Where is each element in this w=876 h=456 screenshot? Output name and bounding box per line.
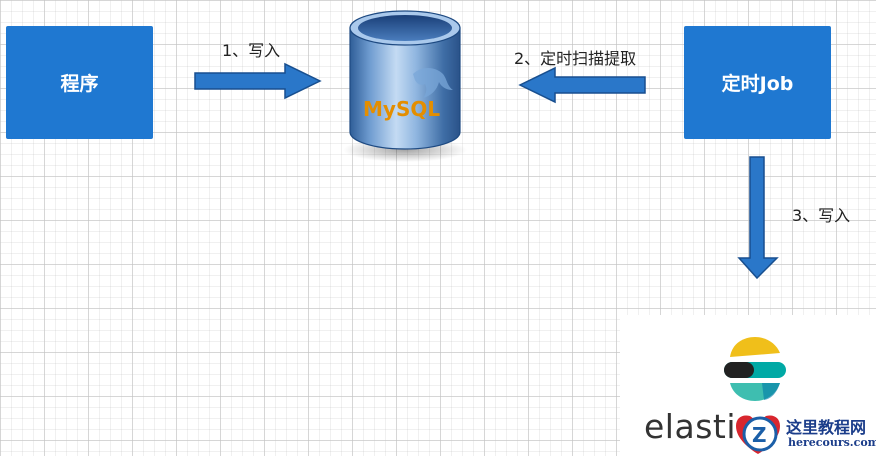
watermark-logo-icon: Z [736,415,780,454]
watermark: Z 这里教程网 herecours.com [732,412,876,456]
job-node: 定时Job [684,26,831,139]
mysql-database-icon: MySQL [343,10,467,162]
edge-label-write-elastic: 3、写入 [792,206,851,225]
elastic-logo-icon [724,337,786,401]
mysql-logo-text: MySQL [363,97,440,121]
arrow-scan-extract [518,66,646,104]
program-node-label: 程序 [60,73,99,95]
edge-label-write: 1、写入 [222,41,281,60]
arrow-write-to-db [194,62,322,100]
job-node-label: 定时Job [721,73,794,95]
elastic-logo-text: elastic [644,407,755,446]
svg-text:Z: Z [752,423,767,447]
watermark-title: 这里教程网 [786,418,867,437]
watermark-url: herecours.com [788,436,876,449]
edge-label-scan-extract: 2、定时扫描提取 [514,49,637,68]
program-node: 程序 [6,26,153,139]
arrow-write-to-elastic [737,156,779,280]
